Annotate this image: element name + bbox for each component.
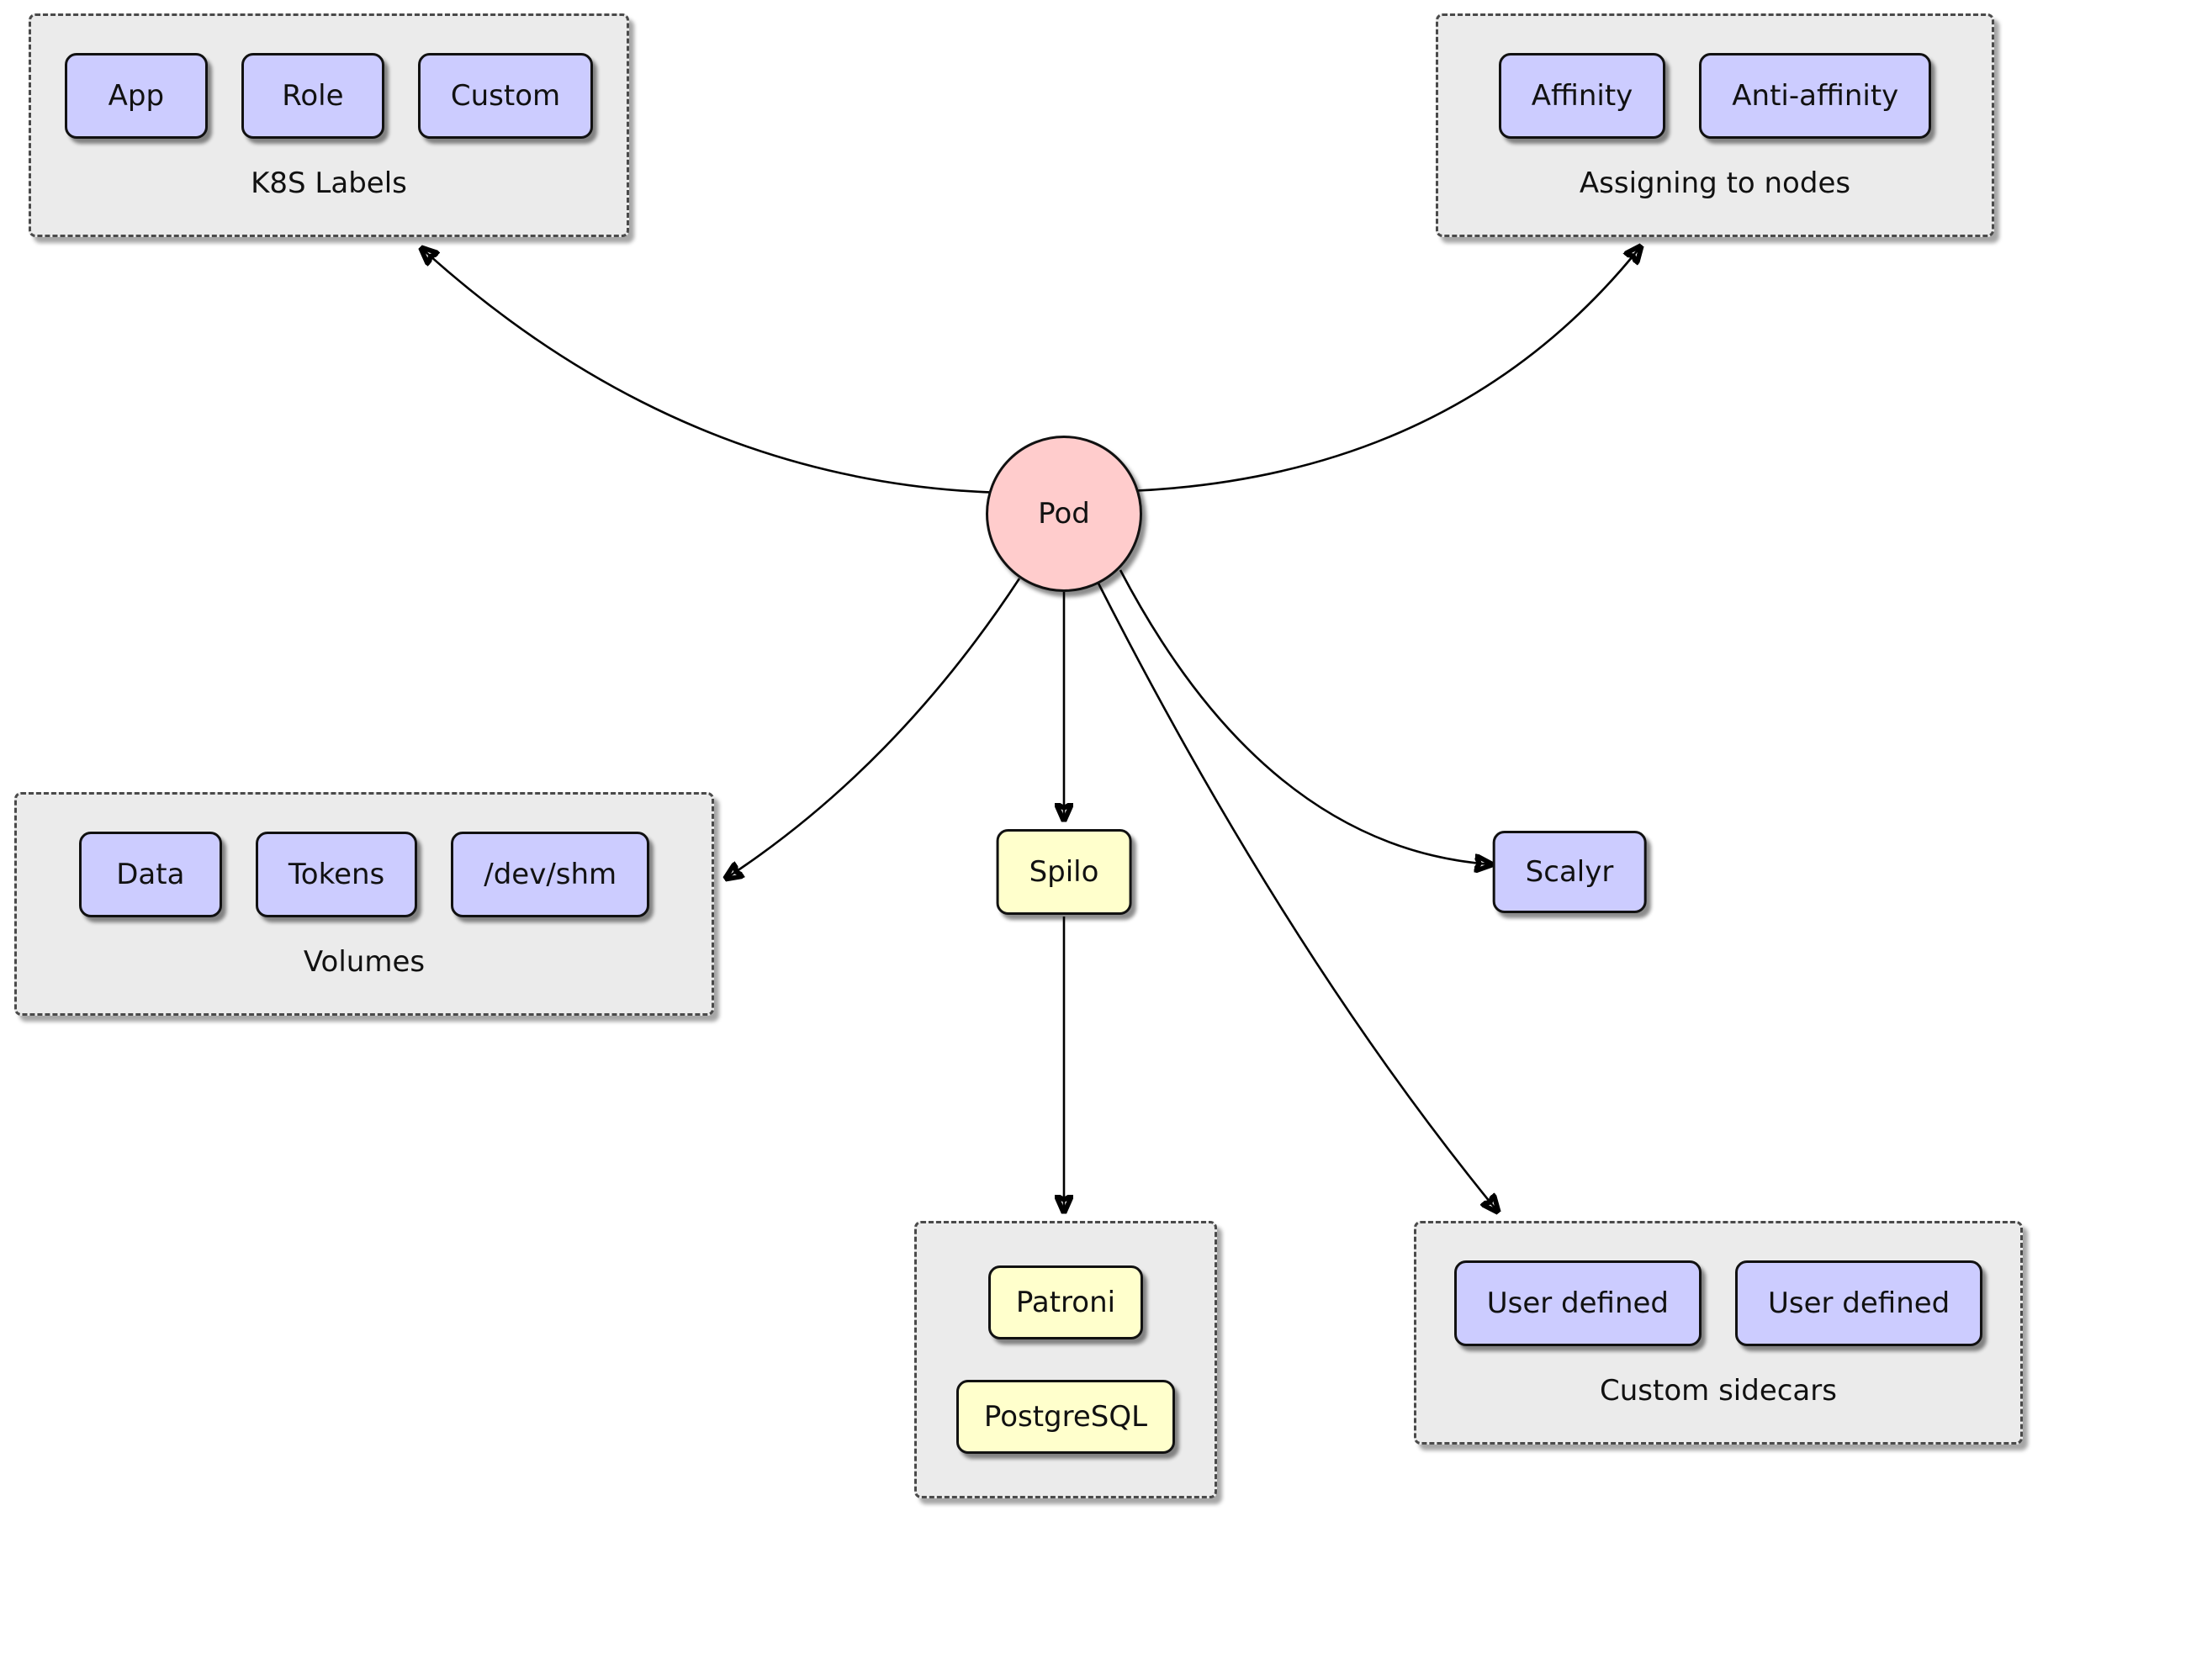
edge-pod-scalyr [1119,569,1490,864]
assigning-title: Assigning to nodes [1579,166,1851,200]
node-pod: Pod [986,436,1142,592]
chip-role: Role [241,53,384,139]
edge-pod-custom-sidecars [1093,576,1497,1211]
chip-dev-shm: /dev/shm [451,832,650,917]
group-spilo-stack: Patroni PostgreSQL [914,1221,1217,1498]
chip-user-defined-1: User defined [1453,1260,1702,1346]
volumes-row: Data Tokens /dev/shm [78,832,650,917]
volumes-title: Volumes [303,945,426,979]
chip-user-defined-2: User defined [1735,1260,1983,1346]
chip-tokens: Tokens [255,832,418,917]
chip-custom: Custom [417,53,594,139]
edge-pod-assigning-to-nodes [1128,247,1640,493]
node-scalyr: Scalyr [1492,831,1647,913]
spilo-stack-col: Patroni PostgreSQL [955,1265,1176,1454]
node-spilo: Spilo [996,829,1132,915]
node-postgresql: PostgreSQL [955,1380,1176,1454]
edge-pod-volumes [727,578,1021,878]
pod-label: Pod [1038,497,1090,531]
custom-sidecars-title: Custom sidecars [1600,1374,1837,1408]
chip-data: Data [78,832,222,917]
group-volumes: Data Tokens /dev/shm Volumes [14,792,714,1016]
chip-affinity: Affinity [1498,53,1666,139]
group-custom-sidecars: User defined User defined Custom sidecar… [1414,1221,2023,1445]
custom-sidecars-row: User defined User defined [1453,1260,1983,1346]
group-k8s-labels: App Role Custom K8S Labels [29,13,629,237]
k8s-labels-title: K8S Labels [251,166,407,200]
group-assigning-to-nodes: Affinity Anti-affinity Assigning to node… [1436,13,1994,237]
spilo-label: Spilo [1029,855,1099,889]
assigning-row: Affinity Anti-affinity [1498,53,1932,139]
k8s-labels-row: App Role Custom [64,53,594,139]
edge-pod-k8s-labels [422,249,1002,494]
node-patroni: Patroni [987,1265,1144,1339]
chip-anti-affinity: Anti-affinity [1699,53,1932,139]
chip-app: App [64,53,208,139]
scalyr-label: Scalyr [1525,855,1614,889]
